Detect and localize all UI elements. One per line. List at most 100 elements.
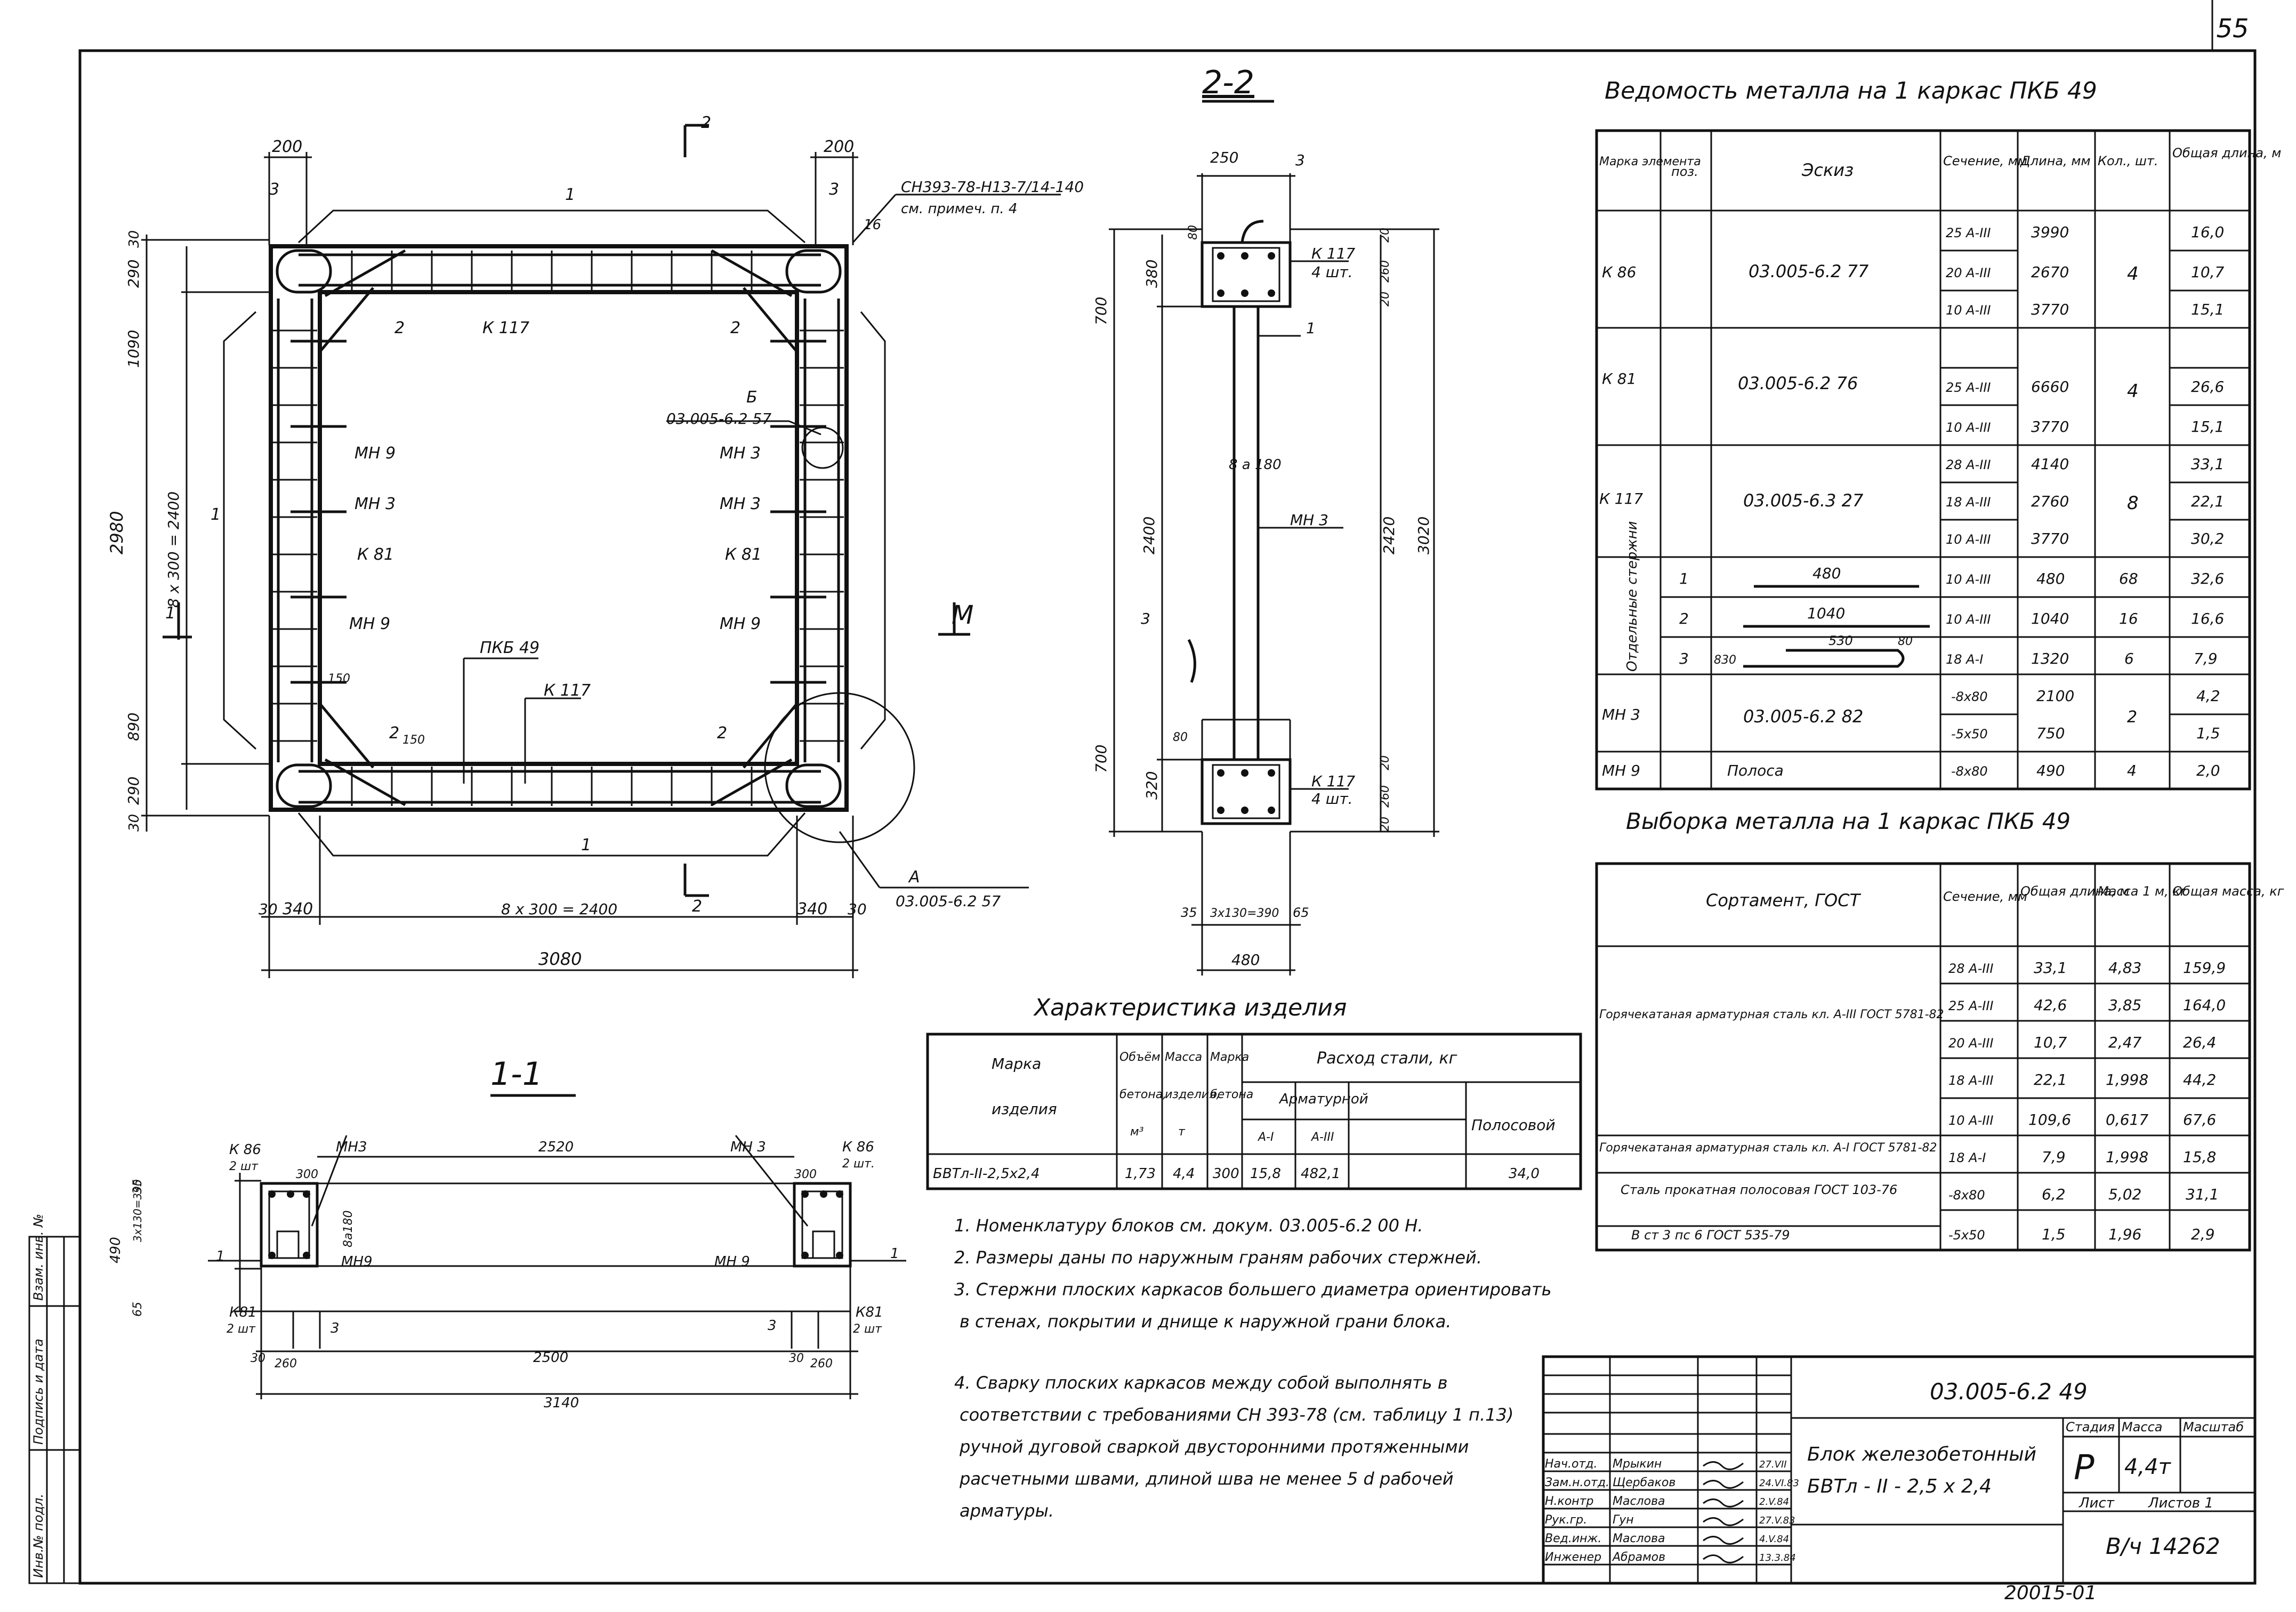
- char-h-grade1: Марка: [1210, 1051, 1249, 1064]
- tb-mass: 4,4т: [2124, 1455, 2172, 1479]
- bar-1-bottom: 1: [581, 836, 591, 855]
- ms-r3-sec: 20 А-III: [1948, 1036, 1993, 1051]
- label-2d: 2: [717, 724, 727, 743]
- ms-r6-len: 7,9: [2042, 1148, 2066, 1166]
- ml-k86-s2: 20 А-III: [1946, 265, 1991, 280]
- s11-k86-l: К 86: [229, 1142, 261, 1158]
- ml-k81-l2: 6660: [2031, 378, 2069, 396]
- s22-d8a180: 8 а 180: [1229, 457, 1282, 473]
- dim-30-top: 30: [126, 230, 142, 248]
- s11-three-l: 3: [331, 1320, 340, 1336]
- k117-bottom: К 117: [544, 681, 591, 700]
- s11-d300-r: 300: [794, 1168, 817, 1181]
- metal-list-table: Ведомость металла на 1 каркас ПКБ 49: [1595, 77, 2281, 791]
- s11-one-r: 1: [890, 1246, 899, 1262]
- s11-mn3-r: МН 3: [730, 1139, 766, 1155]
- ms-r4-mass: 44,2: [2183, 1071, 2216, 1089]
- s22-three: 3: [1141, 610, 1150, 627]
- ms-r7-mass: 31,1: [2186, 1186, 2219, 1203]
- side-stamp-3: Взам. инв. №: [31, 1214, 46, 1301]
- ml-k81-sketch: 03.005-6.2 76: [1738, 373, 1858, 393]
- s22-d700-bot: 700: [1092, 745, 1110, 773]
- char-h-mark2: изделия: [992, 1100, 1057, 1118]
- char-h-rebar: Арматурной: [1278, 1091, 1368, 1107]
- label-2c: 2: [389, 724, 399, 743]
- ms-r3-mass: 26,4: [2183, 1034, 2216, 1051]
- ms-h-sec: Сечение, мм: [1943, 889, 2027, 904]
- ms-r8-sec: -5х50: [1948, 1228, 1985, 1243]
- dim-1090: 1090: [125, 330, 142, 368]
- s22-d250: 250: [1210, 149, 1238, 166]
- ml-mn3-s2: -5х50: [1951, 727, 1988, 741]
- s22-d3x130: 3х130=390: [1210, 907, 1279, 920]
- ml-k86-l3: 3770: [2031, 301, 2069, 318]
- dim-30-r: 30: [848, 900, 867, 918]
- sheet-frame: 55 Инв.№ подл. Подпись и дата Взам. инв.…: [28, 0, 2257, 1604]
- s11-d3x130: 3х130=390: [131, 1179, 144, 1242]
- leader-top: СН393-78-Н13-7/14-140: [901, 178, 1084, 196]
- ms-r1-len: 33,1: [2034, 959, 2067, 977]
- s22-qty-a: 4 шт.: [1311, 263, 1353, 281]
- note-4b: соответствии с требованиями СН 393-78 (с…: [960, 1405, 1513, 1425]
- ml-mn9-qty: 4: [2127, 762, 2137, 779]
- s22-d20c: 20: [1379, 755, 1392, 770]
- s11-d65: 65: [131, 1302, 144, 1317]
- s11-k81-l: К81: [229, 1304, 257, 1320]
- cut-2-top: 2: [701, 114, 711, 132]
- mn3-right-2: МН 3: [720, 495, 761, 513]
- tb-stage: Р: [2074, 1448, 2094, 1488]
- s22-d20: 20: [1379, 228, 1392, 243]
- s11-k86-r: К 86: [842, 1139, 874, 1155]
- side-stamp-2: Подпись и дата: [31, 1339, 46, 1445]
- s11-mn9-l: МН9: [341, 1254, 373, 1270]
- mark-b: Б: [746, 388, 758, 407]
- ml-k86-l1: 3990: [2031, 223, 2069, 241]
- ml-mn9-len: 490: [2036, 762, 2065, 779]
- char-ai: 15,8: [1250, 1166, 1281, 1182]
- char-h-mass3: т: [1178, 1125, 1186, 1139]
- leader-16: 16: [864, 217, 881, 233]
- dim-3080: 3080: [538, 949, 582, 969]
- s11-d260-r: 260: [810, 1357, 833, 1371]
- ms-r8-len: 1,5: [2042, 1226, 2066, 1243]
- metal-selection-table: Выборка металла на 1 каркас ПКБ 49 Сорта…: [1595, 808, 2284, 1252]
- ml-k117-l2: 2760: [2031, 493, 2069, 510]
- s22-d20d: 20: [1379, 817, 1392, 832]
- ml-p3-pos: 3: [1679, 650, 1689, 667]
- mn9-left-2: МН 9: [349, 615, 390, 633]
- s11-k86-l-q: 2 шт: [229, 1160, 259, 1173]
- ms-r7-m1: 5,02: [2108, 1186, 2141, 1203]
- tb-archive: В/ч 14262: [2106, 1533, 2220, 1559]
- ml-k81-t2: 26,6: [2191, 378, 2224, 396]
- char-h-grade2: бетона: [1210, 1088, 1253, 1101]
- tb-staff-5-role: Вед.инж.: [1545, 1532, 1601, 1545]
- tb-h-scale: Масштаб: [2183, 1420, 2244, 1434]
- s22-d20b: 20: [1379, 292, 1392, 307]
- char-h-mark1: Марка: [992, 1055, 1041, 1073]
- char-h-mass2: изделия,: [1165, 1088, 1220, 1101]
- ml-p3-len: 1320: [2031, 650, 2069, 667]
- ms-r6-sec: 18 А-I: [1948, 1150, 1986, 1165]
- ms-grade4: В ст 3 пс 6 ГОСТ 535-79: [1631, 1228, 1790, 1243]
- tb-code: 03.005-6.2 49: [1930, 1379, 2088, 1405]
- ml-p2-qty: 16: [2119, 610, 2138, 627]
- notes: 1. Номенклатуру блоков см. докум. 03.005…: [954, 1215, 1551, 1521]
- s11-k81-r: К81: [856, 1304, 883, 1320]
- ml-k86-t1: 16,0: [2191, 223, 2224, 241]
- ml-p1-len: 480: [2036, 570, 2065, 587]
- ml-mn3-qty: 2: [2127, 708, 2137, 727]
- char-h-vol1: Объём: [1119, 1051, 1161, 1064]
- s22-d380: 380: [1143, 260, 1161, 288]
- page-number: 55: [2216, 14, 2249, 44]
- ml-p3-qty: 6: [2124, 650, 2134, 667]
- ml-p2-sec: 10 А-III: [1946, 612, 1991, 627]
- mark-a-ref: 03.005-6.2 57: [896, 892, 1001, 910]
- s22-d2400: 2400: [1140, 517, 1158, 554]
- dim-290-top: 290: [125, 260, 142, 288]
- d150-b: 150: [402, 734, 425, 747]
- ms-r1-sec: 28 А-III: [1948, 961, 1993, 976]
- s11-k86-r-q: 2 шт.: [842, 1157, 875, 1171]
- dim-2980: 2980: [107, 511, 127, 554]
- ml-mn3-l1: 2100: [2036, 687, 2074, 705]
- ml-p3-sec: 18 А-I: [1946, 652, 1983, 667]
